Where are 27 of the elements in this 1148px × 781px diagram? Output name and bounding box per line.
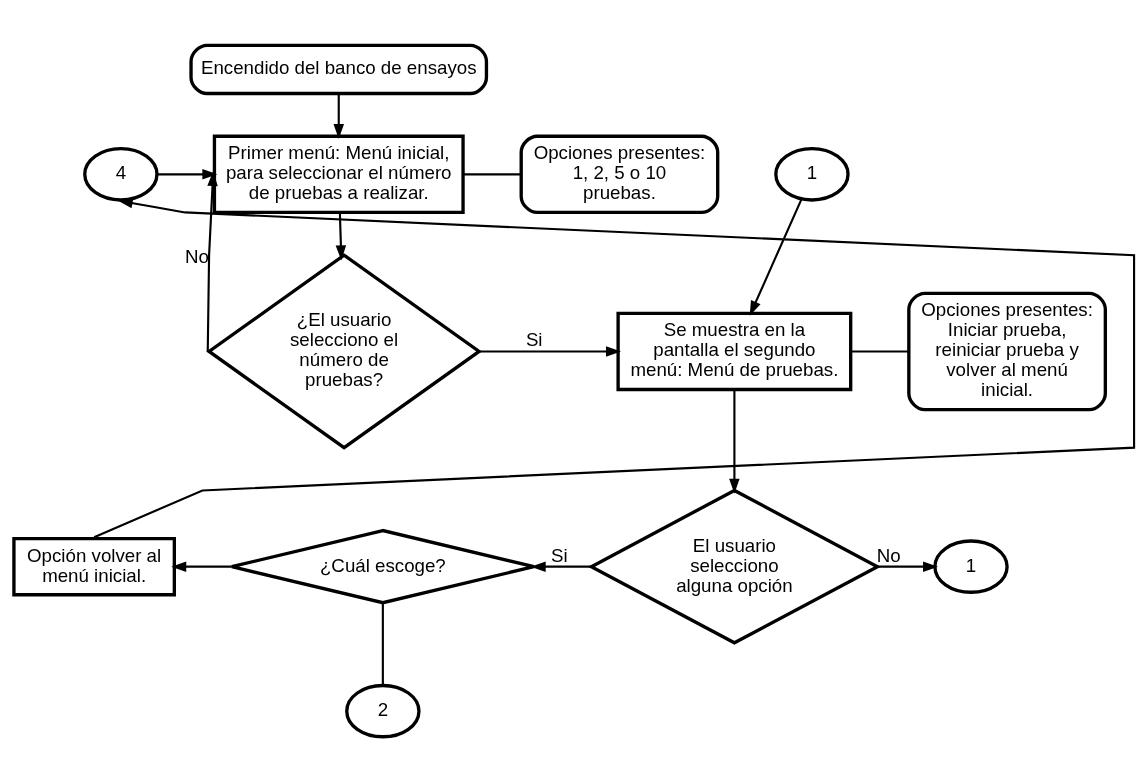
connector (463, 172, 521, 175)
arrow (171, 560, 232, 572)
node-box: Primer menú: Menú inicial, para seleccionar el número de pruebas a realizar. (212, 134, 465, 214)
node-box: Opción volver al menú inicial. (12, 536, 176, 596)
node-ellipse: 1 (933, 538, 1009, 594)
arrow (479, 345, 621, 357)
arrow (749, 197, 803, 316)
node-ellipse: 2 (345, 683, 421, 738)
node-ellipse: 4 (83, 146, 159, 202)
node-diamond: ¿Cuál escoge? (230, 528, 536, 604)
node-box: Se muestra en la pantalla el segundo menú: Menú de pruebas. (616, 311, 853, 391)
arrow (333, 93, 344, 139)
arrow (877, 560, 939, 572)
connector (381, 602, 384, 685)
arrow (335, 212, 347, 260)
node-box: Encendido del banco de ensayos (189, 43, 489, 95)
node-box: Opciones presentes: Iniciar prueba, reiniciar prueba y volver al menú inicial. (907, 291, 1107, 411)
edge-label: No (184, 245, 209, 267)
node-ellipse: 1 (774, 146, 850, 202)
connector (851, 349, 909, 352)
edge-label: Si (551, 544, 568, 566)
arrow (93, 197, 1136, 538)
arrow (157, 168, 218, 180)
edge-label: Si (525, 328, 543, 350)
node-box: Opciones presentes: 1, 2, 5 o 10 pruebas. (519, 134, 720, 214)
arrow (206, 170, 218, 351)
arrow (729, 389, 740, 494)
